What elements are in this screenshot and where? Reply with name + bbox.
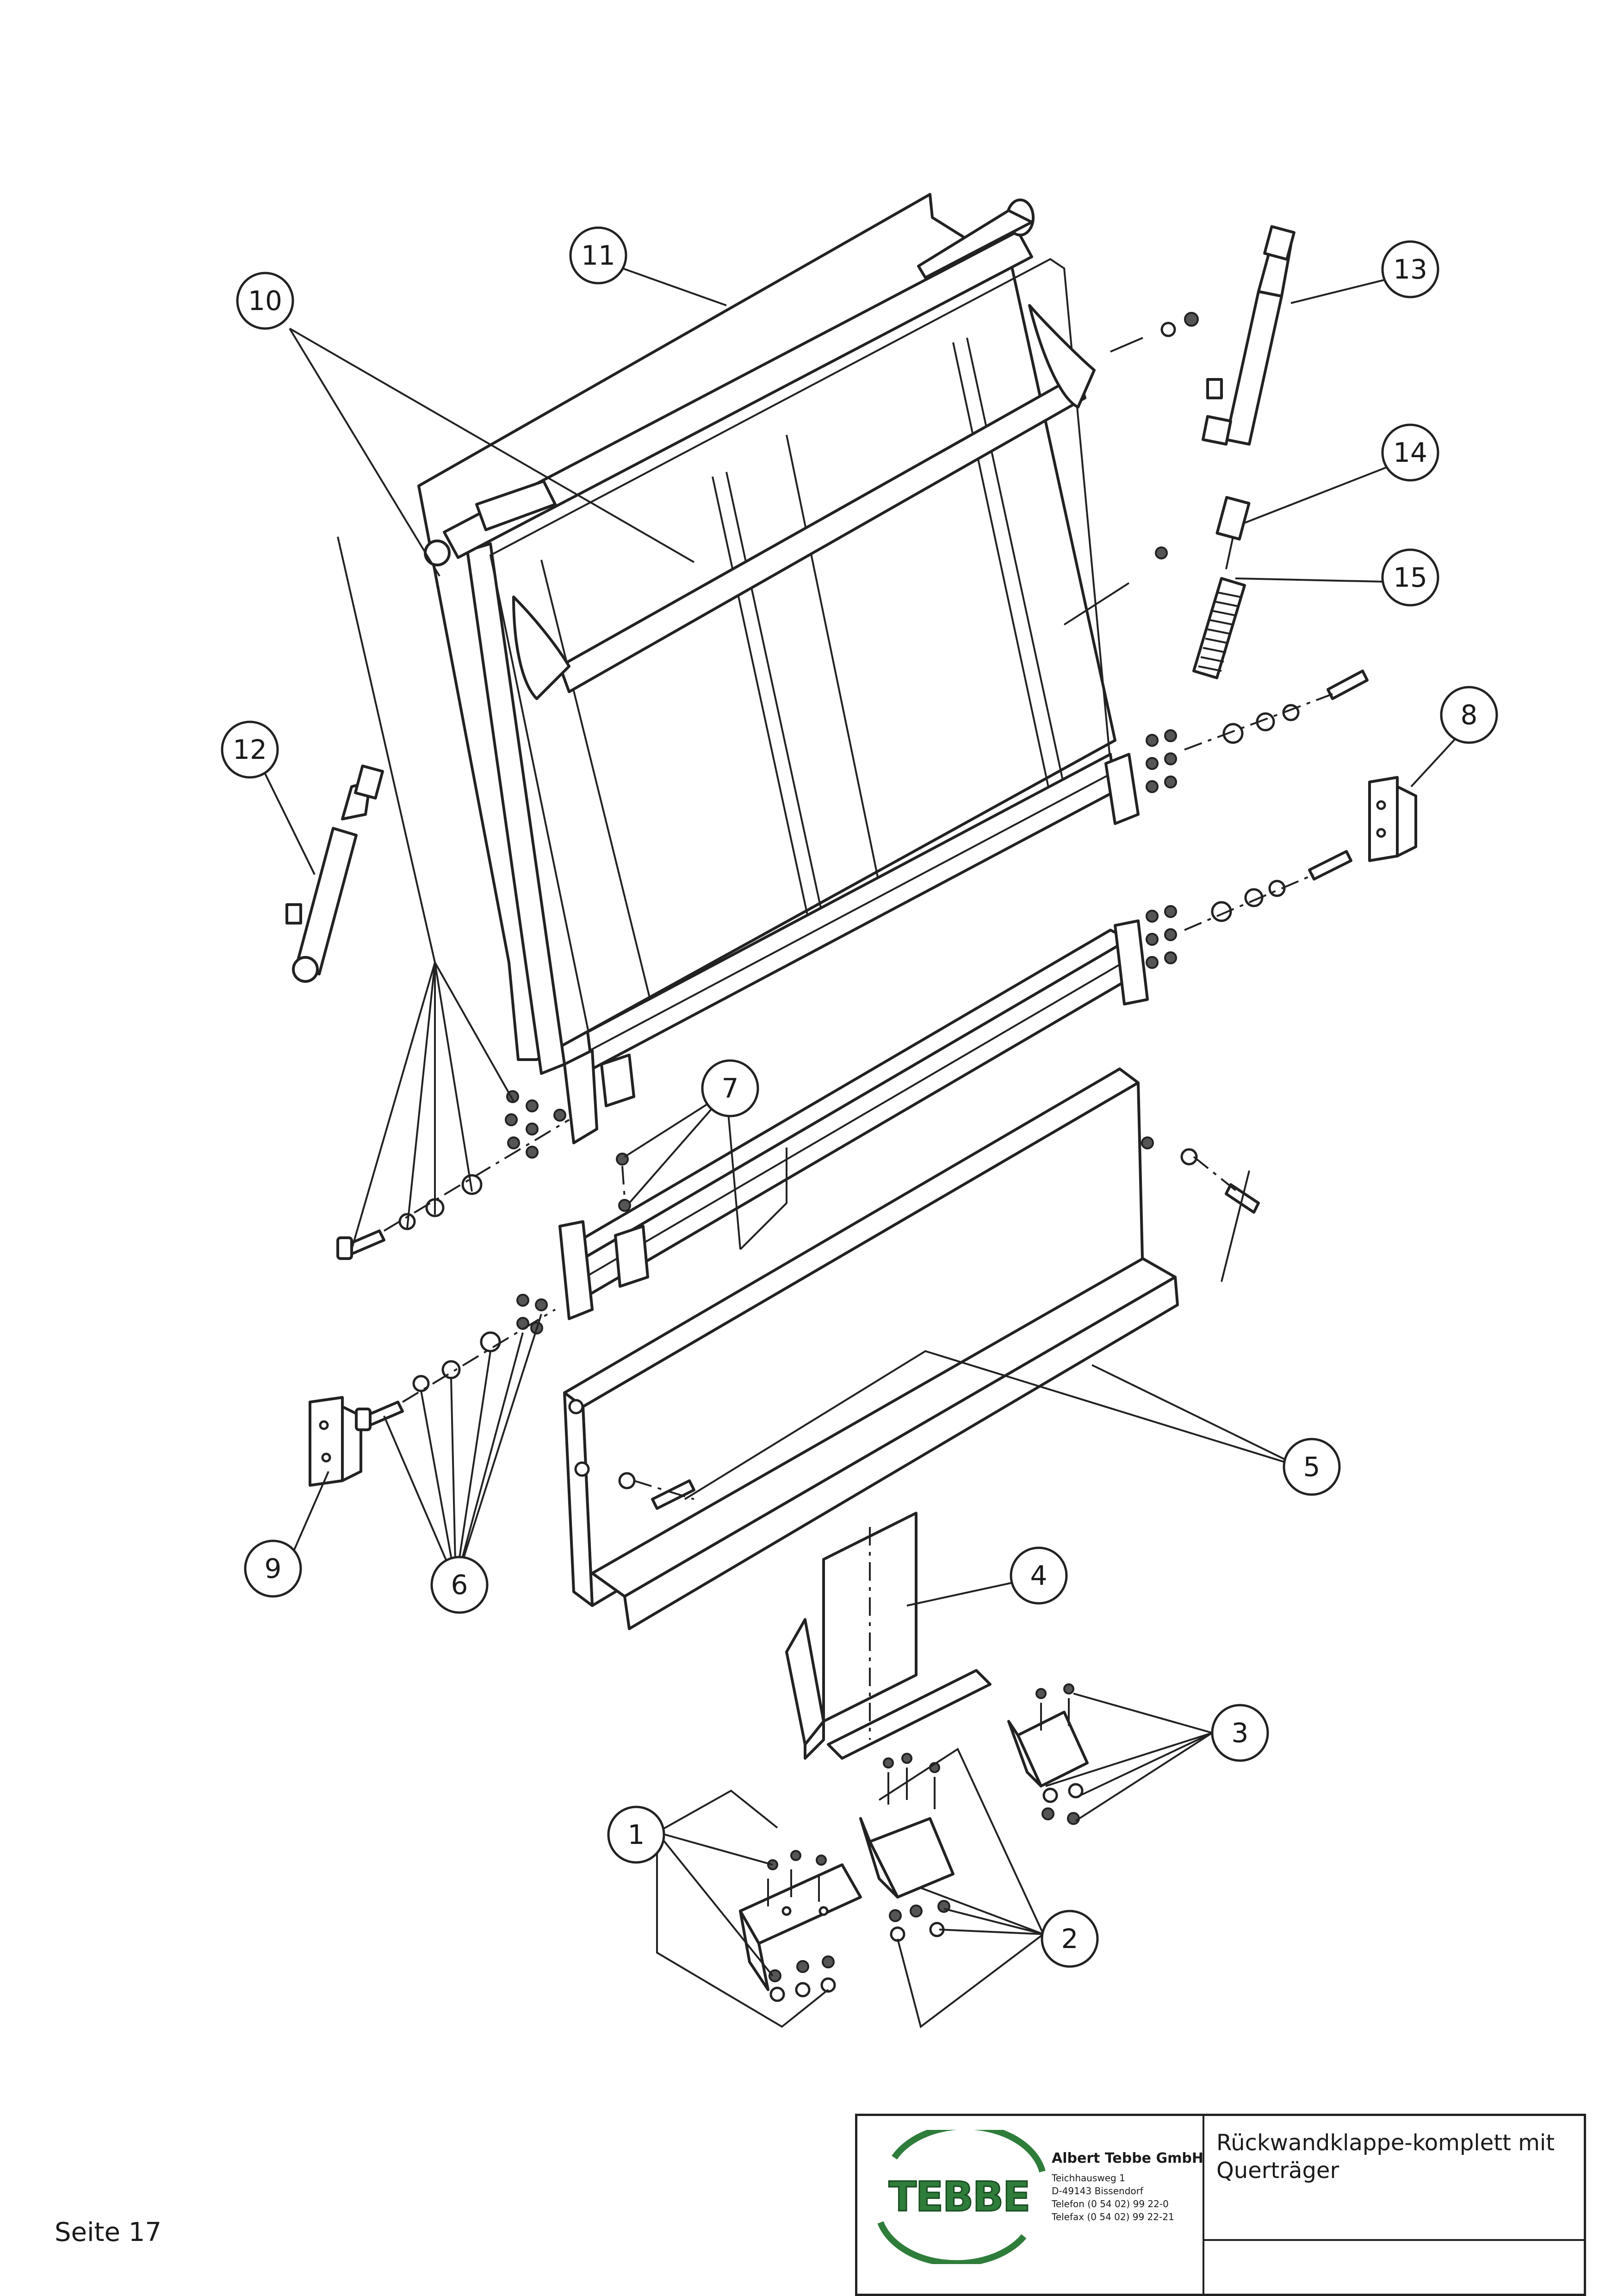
part-10-shafts — [424, 199, 1096, 700]
part-12-gas-strut — [285, 764, 384, 983]
callout-15: 15 — [1381, 548, 1439, 607]
part-8-bracket-plate — [1368, 776, 1417, 862]
svg-text:1: 1 — [628, 1819, 645, 1850]
svg-text:TEBBE: TEBBE — [889, 2173, 1029, 2221]
callout-8: 8 — [1440, 686, 1498, 744]
address-line-2: D-49143 Bissendorf — [1052, 2185, 1143, 2197]
callout-2: 2 — [1041, 1910, 1099, 1968]
svg-text:6: 6 — [451, 1569, 468, 1601]
callout-6: 6 — [430, 1556, 489, 1614]
part-11-tailgate-panel — [417, 193, 1116, 1075]
svg-text:4: 4 — [1030, 1560, 1048, 1591]
svg-text:3: 3 — [1232, 1717, 1249, 1749]
svg-text:11: 11 — [581, 240, 615, 271]
leader-lines — [264, 267, 1468, 2029]
part-3-bracket — [1007, 1683, 1089, 1825]
callout-3: 3 — [1211, 1704, 1269, 1762]
part-5-lower-member — [563, 1067, 1260, 1630]
svg-text:2: 2 — [1061, 1923, 1079, 1955]
svg-text:12: 12 — [233, 734, 267, 765]
title-block: TEBBE Albert Tebbe GmbH Teichhausweg 1 D… — [855, 2114, 1586, 2296]
part-9-bracket-plate — [309, 1396, 362, 1487]
part-14-15-spring — [1192, 496, 1251, 679]
callout-10: 10 — [236, 272, 294, 330]
part-13-gas-strut — [1202, 225, 1296, 446]
company-logo-cell: TEBBE Albert Tebbe GmbH Teichhausweg 1 D… — [857, 2116, 1204, 2294]
drawing-title-cell: Rückwandklappe-komplett mit Querträger — [1204, 2116, 1584, 2241]
part-1-bracket — [739, 1850, 862, 2002]
page-number: Seite 17 — [55, 2217, 162, 2247]
callout-9: 9 — [244, 1539, 302, 1598]
phone-line: Telefon (0 54 02) 99 22-0 — [1052, 2198, 1169, 2209]
company-name: Albert Tebbe GmbH — [1052, 2150, 1203, 2166]
callout-11: 11 — [569, 226, 627, 285]
svg-text:9: 9 — [265, 1553, 282, 1584]
shaft-end-hardware-right — [1063, 312, 1199, 626]
svg-text:10: 10 — [248, 285, 282, 316]
tebbe-logo: TEBBE — [871, 2130, 1049, 2264]
title-block-empty-cell — [1204, 2241, 1584, 2294]
svg-text:15: 15 — [1393, 562, 1427, 593]
callout-12: 12 — [221, 720, 279, 779]
part-7-nuts — [616, 1153, 631, 1212]
callout-5: 5 — [1283, 1438, 1341, 1496]
cross-beam — [558, 753, 1149, 1320]
part-6-bolt-set — [336, 1119, 570, 1431]
callout-14: 14 — [1381, 423, 1439, 482]
callout-4: 4 — [1010, 1546, 1068, 1605]
svg-text:7: 7 — [722, 1073, 739, 1104]
drawing-title-line-1: Rückwandklappe-komplett mit — [1216, 2130, 1555, 2156]
callout-1: 1 — [607, 1806, 665, 1864]
callout-7: 7 — [701, 1059, 759, 1117]
left-hinge-hardware — [505, 1049, 635, 1159]
svg-text:14: 14 — [1393, 437, 1427, 468]
right-hinge-hardware — [1146, 670, 1369, 969]
callout-13: 13 — [1381, 240, 1439, 298]
fax-line: Telefax (0 54 02) 99 22-21 — [1052, 2211, 1174, 2222]
address-line-1: Teichhausweg 1 — [1052, 2172, 1125, 2184]
drawing-title-line-2: Querträger — [1216, 2158, 1339, 2184]
part-4-side-plate — [785, 1512, 992, 1760]
part-2-bracket — [859, 1753, 955, 1942]
svg-text:8: 8 — [1461, 699, 1478, 731]
svg-text:5: 5 — [1303, 1451, 1320, 1483]
svg-text:13: 13 — [1393, 254, 1427, 285]
